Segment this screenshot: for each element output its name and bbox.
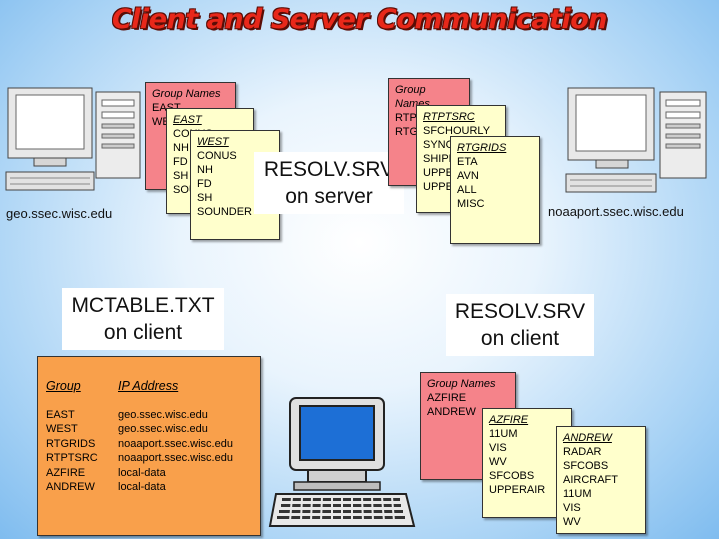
table-cell-ip: geo.ssec.wisc.edu [118,408,208,421]
list-item: VIS [489,442,507,454]
list-item: MISC [457,198,485,210]
list-item: AZFIRE [427,392,467,404]
list-item: AIRCRAFT [563,474,618,486]
resolv-srv-server-callout: RESOLV.SRV on server [254,152,404,214]
callout-line-2: on client [480,327,560,350]
list-item: AVN [457,170,479,182]
card-title: RTGRIDS [457,142,507,154]
list-item: SOUNDER [197,206,253,218]
client-andrew-card: ANDREW RADAR SFCOBS AIRCRAFT 11UM VIS WV [556,426,646,534]
list-item: SFCHOURLY [423,125,491,137]
callout-line-1: MCTABLE.TXT [71,294,215,317]
mctable-card: Group IP Address EAST geo.ssec.wisc.edu W… [37,356,261,536]
table-cell-group: RTPTSRC [46,452,98,464]
card-title: RTPTSRC [423,111,475,123]
card-title: EAST [173,114,202,126]
list-item: FD [173,156,188,168]
list-item: ALL [457,184,477,196]
card-title: Group Names [152,88,221,100]
geo-server-computer-icon [4,86,144,206]
resolv-srv-client-callout: RESOLV.SRV on client [446,294,594,356]
list-item: NH [173,142,189,154]
card-title: ANDREW [563,432,612,444]
table-row: RTPTSRC noaaport.ssec.wisc.edu [46,451,252,466]
list-item: CONUS [197,150,237,162]
table-cell-ip: local-data [118,481,166,493]
list-item: ETA [457,156,478,168]
list-item: WV [563,516,581,528]
table-cell-ip: local-data [118,466,166,479]
noaaport-rtgrids-card: RTGRIDS ETA AVN ALL MISC [450,136,540,244]
table-row: RTGRIDS noaaport.ssec.wisc.edu [46,437,252,452]
list-item: ANDREW [427,406,476,418]
list-item: SFCOBS [563,460,609,472]
callout-line-2: on client [103,321,183,344]
list-item: SFCOBS [489,470,535,482]
list-item: 11UM [489,428,518,440]
table-cell-ip: noaaport.ssec.wisc.edu [118,452,233,464]
table-cell-group: EAST [46,408,75,421]
table-cell-ip: noaaport.ssec.wisc.edu [118,437,233,450]
list-item: 11UM [563,488,592,500]
card-title: WEST [197,136,229,148]
callout-line-1: RESOLV.SRV [263,158,395,181]
table-row: ANDREW local-data [46,480,252,495]
card-title: AZFIRE [489,414,529,426]
callout-line-1: RESOLV.SRV [454,300,586,323]
noaaport-host-label: noaaport.ssec.wisc.edu [548,204,684,219]
table-cell-group: AZFIRE [46,466,86,479]
card-title: Group Names [427,378,496,390]
page-title: Client and Server Communication [111,4,608,35]
list-item: UPPERAIR [489,484,546,496]
table-row: AZFIRE local-data [46,466,252,481]
geo-host-label: geo.ssec.wisc.edu [6,206,113,221]
list-item: WV [489,456,507,468]
mctable-header-ip: IP Address [118,379,179,393]
list-item: RADAR [563,446,602,458]
mctable-header-group: Group [46,379,81,393]
table-cell-group: RTGRIDS [46,437,96,450]
list-item: FD [197,178,212,190]
list-item: SH [197,192,213,204]
list-item: VIS [563,502,581,514]
client-computer-icon [268,394,418,534]
table-cell-group: WEST [46,423,78,435]
list-item: SH [173,170,189,182]
mctable-callout: MCTABLE.TXT on client [62,288,224,350]
table-cell-ip: geo.ssec.wisc.edu [118,423,208,435]
noaaport-server-computer-icon [564,86,710,206]
callout-line-2: on server [285,185,373,208]
mctable-header: Group IP Address [46,379,252,394]
list-item: NH [197,164,213,176]
table-cell-group: ANDREW [46,481,95,493]
table-row: EAST geo.ssec.wisc.edu [46,408,252,423]
table-row: WEST geo.ssec.wisc.edu [46,422,252,437]
